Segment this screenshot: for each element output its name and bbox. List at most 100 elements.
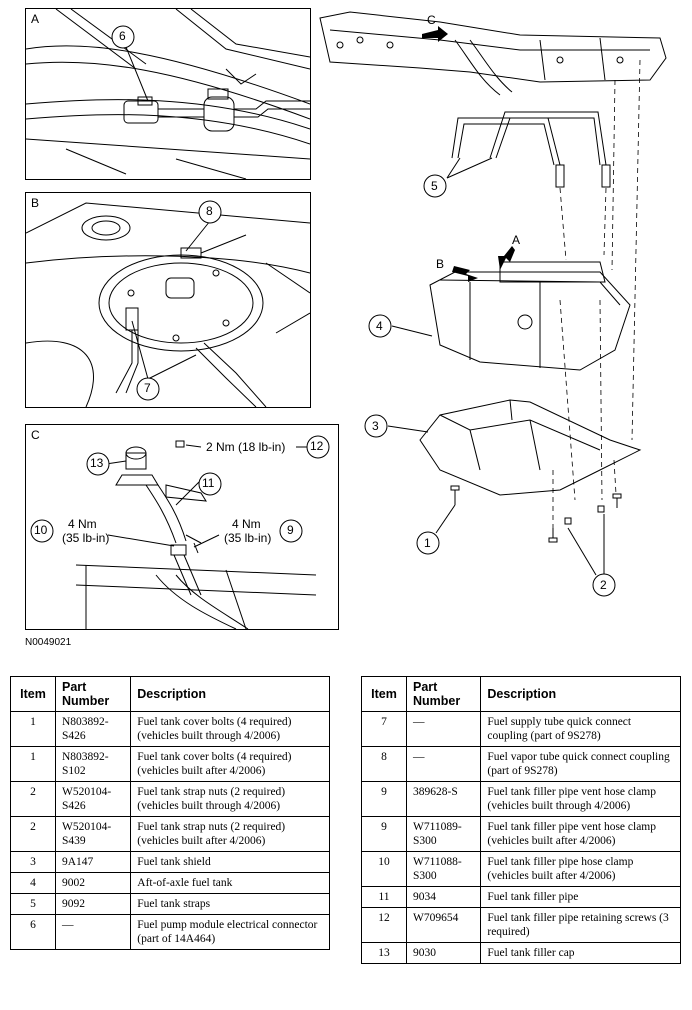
parts-table-right: Item Part Number Description 7—Fuel supp… [361, 676, 681, 964]
table-row: 6—Fuel pump module electrical connector … [10, 914, 330, 950]
part-number-cell: 9092 [54, 893, 132, 915]
item-cell: 12 [361, 907, 407, 943]
exploded-view-illustration: C B A 5 4 3 1 2 [319, 11, 667, 597]
part-number-cell: W711088-S300 [405, 851, 482, 887]
description-cell: Fuel tank filler pipe vent hose clamp (v… [480, 781, 681, 817]
callout-13: 13 [90, 456, 104, 470]
view-arrow-a-label: A [512, 233, 520, 247]
item-cell: 3 [10, 851, 56, 873]
part-number-cell: — [405, 711, 482, 747]
view-arrow-c-label: C [427, 13, 436, 27]
item-cell: 2 [10, 781, 56, 817]
detail-panel-b: B 8 7 [25, 192, 311, 408]
item-cell: 2 [10, 816, 56, 852]
description-cell: Fuel tank strap nuts (2 required) (vehic… [130, 781, 330, 817]
part-number-cell: W520104-S426 [54, 781, 132, 817]
callout-12: 12 [310, 439, 324, 453]
description-cell: Fuel tank strap nuts (2 required) (vehic… [130, 816, 330, 852]
part-number-cell: N803892-S102 [54, 746, 132, 782]
callout-8: 8 [206, 204, 213, 218]
part-number-column-header: Part Number [54, 676, 132, 712]
detail-panel-a: A 6 [25, 8, 311, 180]
callout-7: 7 [144, 381, 151, 395]
table-row: 7—Fuel supply tube quick connect couplin… [361, 711, 681, 747]
callout-3: 3 [372, 419, 379, 433]
item-column-header: Item [10, 676, 56, 712]
panel-b-illustration [26, 200, 310, 407]
description-cell: Fuel tank filler pipe hose clamp (vehicl… [480, 851, 681, 887]
part-number-cell: W711089-S300 [405, 816, 482, 852]
part-number-cell: N803892-S426 [54, 711, 132, 747]
torque-spec-9-value: 4 Nm [232, 517, 261, 531]
description-cell: Fuel pump module electrical connector (p… [130, 914, 330, 950]
description-cell: Fuel tank shield [130, 851, 330, 873]
item-cell: 13 [361, 942, 407, 964]
description-cell: Fuel tank cover bolts (4 required) (vehi… [130, 711, 330, 747]
callout-11: 11 [202, 476, 215, 490]
item-cell: 1 [10, 711, 56, 747]
description-cell: Fuel tank filler pipe [480, 886, 681, 908]
torque-spec-9-unit: (35 lb-in) [224, 531, 272, 545]
panel-b-letter: B [31, 196, 40, 210]
view-arrow-b-label: B [436, 257, 444, 271]
callout-6: 6 [119, 29, 126, 43]
torque-spec-12: 2 Nm (18 lb-in) [206, 440, 286, 454]
part-number-cell: 9030 [405, 942, 482, 964]
part-number-cell: 389628-S [405, 781, 482, 817]
part-number-cell: 9A147 [54, 851, 132, 873]
description-cell: Fuel tank filler cap [480, 942, 681, 964]
description-column-header: Description [480, 676, 681, 712]
part-number-cell: 9034 [405, 886, 482, 908]
callout-10: 10 [34, 523, 48, 537]
callout-9: 9 [287, 523, 294, 537]
part-number-column-header: Part Number [405, 676, 482, 712]
description-cell: Fuel tank straps [130, 893, 330, 915]
item-cell: 7 [361, 711, 407, 747]
item-cell: 9 [361, 816, 407, 852]
item-column-header: Item [361, 676, 407, 712]
callout-5: 5 [431, 179, 438, 193]
part-number-cell: W520104-S439 [54, 816, 132, 852]
panel-c-illustration [30, 435, 330, 629]
panel-a-illustration [26, 9, 310, 179]
description-cell: Aft-of-axle fuel tank [130, 872, 330, 894]
item-cell: 4 [10, 872, 56, 894]
table-row: 8—Fuel vapor tube quick connect coupling… [361, 746, 681, 782]
item-cell: 10 [361, 851, 407, 887]
panel-c-letter: C [31, 428, 40, 442]
item-cell: 5 [10, 893, 56, 915]
item-cell: 8 [361, 746, 407, 782]
part-number-cell: 9002 [54, 872, 132, 894]
description-cell: Fuel tank cover bolts (4 required) (vehi… [130, 746, 330, 782]
detail-panel-c: C 13 12 11 10 9 2 Nm (18 l [25, 424, 339, 630]
table-header-row: Item Part Number Description [10, 676, 330, 712]
table-header-row: Item Part Number Description [361, 676, 681, 712]
description-cell: Fuel tank filler pipe retaining screws (… [480, 907, 681, 943]
description-cell: Fuel tank filler pipe vent hose clamp (v… [480, 816, 681, 852]
part-number-cell: — [405, 746, 482, 782]
torque-spec-10-unit: (35 lb-in) [62, 531, 110, 545]
item-cell: 11 [361, 886, 407, 908]
item-cell: 6 [10, 914, 56, 950]
part-number-cell: — [54, 914, 132, 950]
item-cell: 1 [10, 746, 56, 782]
torque-spec-10-value: 4 Nm [68, 517, 97, 531]
part-number-cell: W709654 [405, 907, 482, 943]
item-cell: 9 [361, 781, 407, 817]
panel-a-letter: A [31, 12, 40, 26]
callout-4: 4 [376, 319, 383, 333]
